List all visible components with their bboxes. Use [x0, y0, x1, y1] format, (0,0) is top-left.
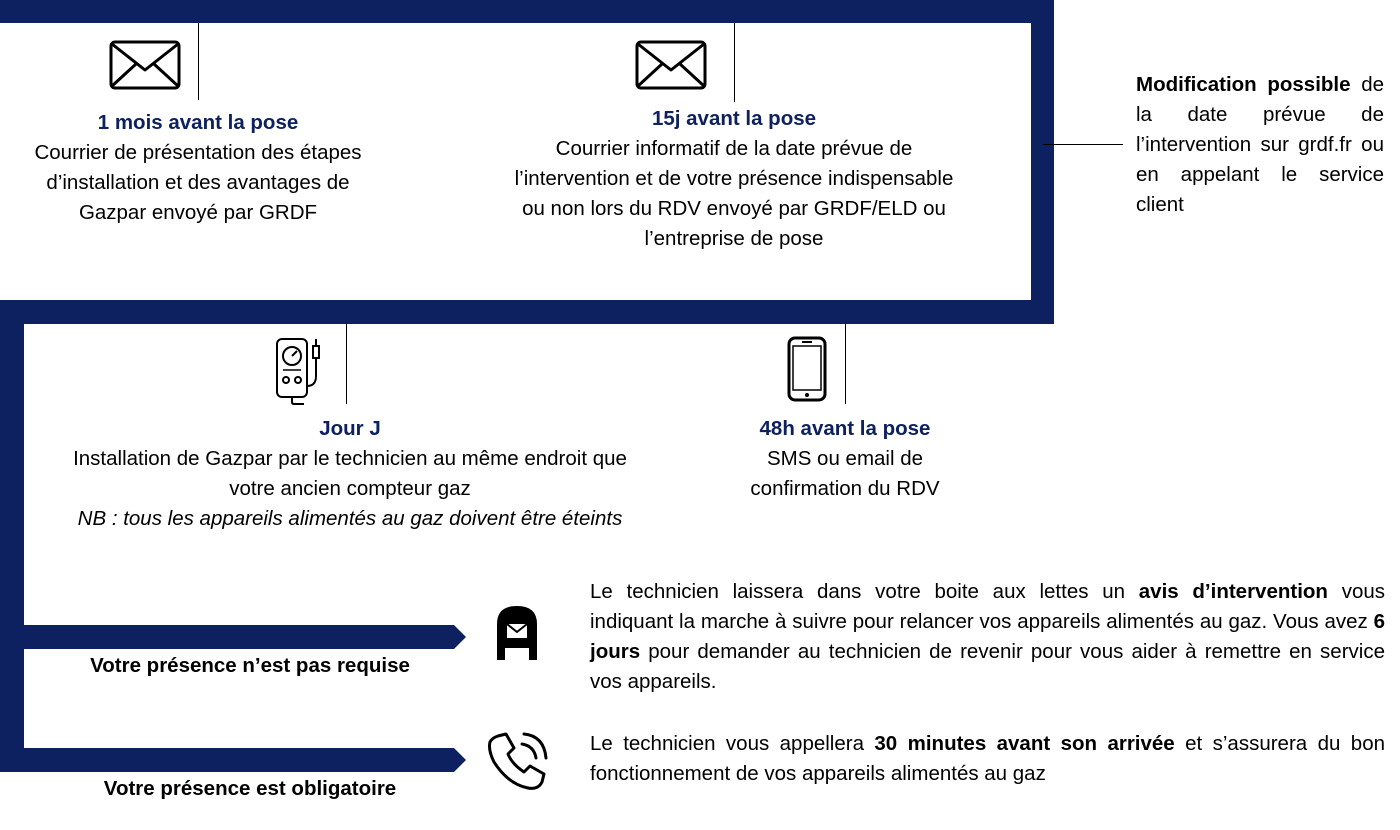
step-text-line: ou non lors du RDV envoyé par GRDF/ELD o… — [522, 197, 946, 220]
smartphone-icon — [787, 336, 827, 402]
text-fragment: pour demander au technicien de revenir p… — [590, 640, 1385, 693]
gas-meter-icon — [276, 338, 320, 405]
branch-arrow-required — [0, 748, 466, 772]
modification-text: de la date prévue de l’intervention sur … — [1136, 73, 1384, 216]
connector-line-month — [198, 23, 199, 100]
branch-text-not-required: Le technicien laissera dans votre boite … — [590, 577, 1385, 697]
timeline-bar-left — [0, 300, 24, 772]
modification-bold: Modification possible — [1136, 73, 1351, 96]
mailbox-icon — [497, 606, 537, 660]
text-fragment: vous indiquant la marche à suivre pour r… — [590, 580, 1385, 633]
step-one-month: 1 mois avant la pose Courrier de présent… — [8, 108, 388, 228]
branch-label-required: Votre présence est obligatoire — [103, 777, 397, 800]
step-title: 1 mois avant la pose — [97, 111, 299, 134]
step-day-j: Jour J Installation de Gazpar par le tec… — [30, 414, 670, 534]
step-text-line: Courrier de présentation des étapes — [34, 141, 362, 164]
timeline-bar-right — [1031, 0, 1054, 324]
text-bold: avis d’intervention — [1138, 580, 1328, 603]
envelope-icon — [635, 40, 707, 90]
step-title: 15j avant la pose — [651, 107, 817, 130]
modification-note: Modification possible de la date prévue … — [1136, 70, 1384, 220]
timeline-bar-middle — [0, 300, 1054, 324]
phone-call-icon — [488, 732, 548, 790]
step-text-line: d’installation et des avantages de — [46, 171, 350, 194]
step-text-line: SMS ou email de — [766, 447, 924, 470]
step-text-line: l’entreprise de pose — [644, 227, 824, 250]
envelope-icon — [109, 40, 181, 90]
connector-line-fifteen — [734, 23, 735, 102]
connector-line-modification — [1043, 144, 1123, 145]
text-bold: 6 jours — [590, 610, 1385, 663]
step-text-line: Installation de Gazpar par le technicien… — [73, 447, 627, 470]
step-text-line: Courrier informatif de la date prévue de — [555, 137, 913, 160]
branch-text-required: Le technicien vous appellera 30 minutes … — [590, 729, 1385, 789]
branch-arrow-not-required — [0, 625, 466, 649]
step-title: Jour J — [319, 417, 381, 440]
step-text-line: l’intervention et de votre présence indi… — [514, 167, 954, 190]
text-fragment: Le technicien vous appellera — [590, 732, 875, 755]
step-fifteen-days: 15j avant la pose Courrier informatif de… — [474, 104, 994, 254]
text-fragment: et s’assurera du bon fonctionnement de v… — [590, 732, 1386, 785]
text-bold: 30 minutes avant son arrivée — [874, 732, 1175, 755]
text-fragment: Le technicien laissera dans votre boite … — [590, 580, 1139, 603]
step-title: 48h avant la pose — [759, 417, 931, 440]
branch-label-not-required: Votre présence n’est pas requise — [90, 654, 410, 677]
step-text-line: Gazpar envoyé par GRDF — [78, 201, 318, 224]
connector-line-dayj — [346, 324, 347, 404]
step-text-line: votre ancien compteur gaz — [229, 477, 471, 500]
step-note: NB : tous les appareils alimentés au gaz… — [77, 507, 623, 530]
step-text-line: confirmation du RDV — [750, 477, 940, 500]
timeline-bar-top — [0, 0, 1054, 23]
step-48h: 48h avant la pose SMS ou email de confir… — [700, 414, 990, 504]
connector-line-h48 — [845, 324, 846, 404]
